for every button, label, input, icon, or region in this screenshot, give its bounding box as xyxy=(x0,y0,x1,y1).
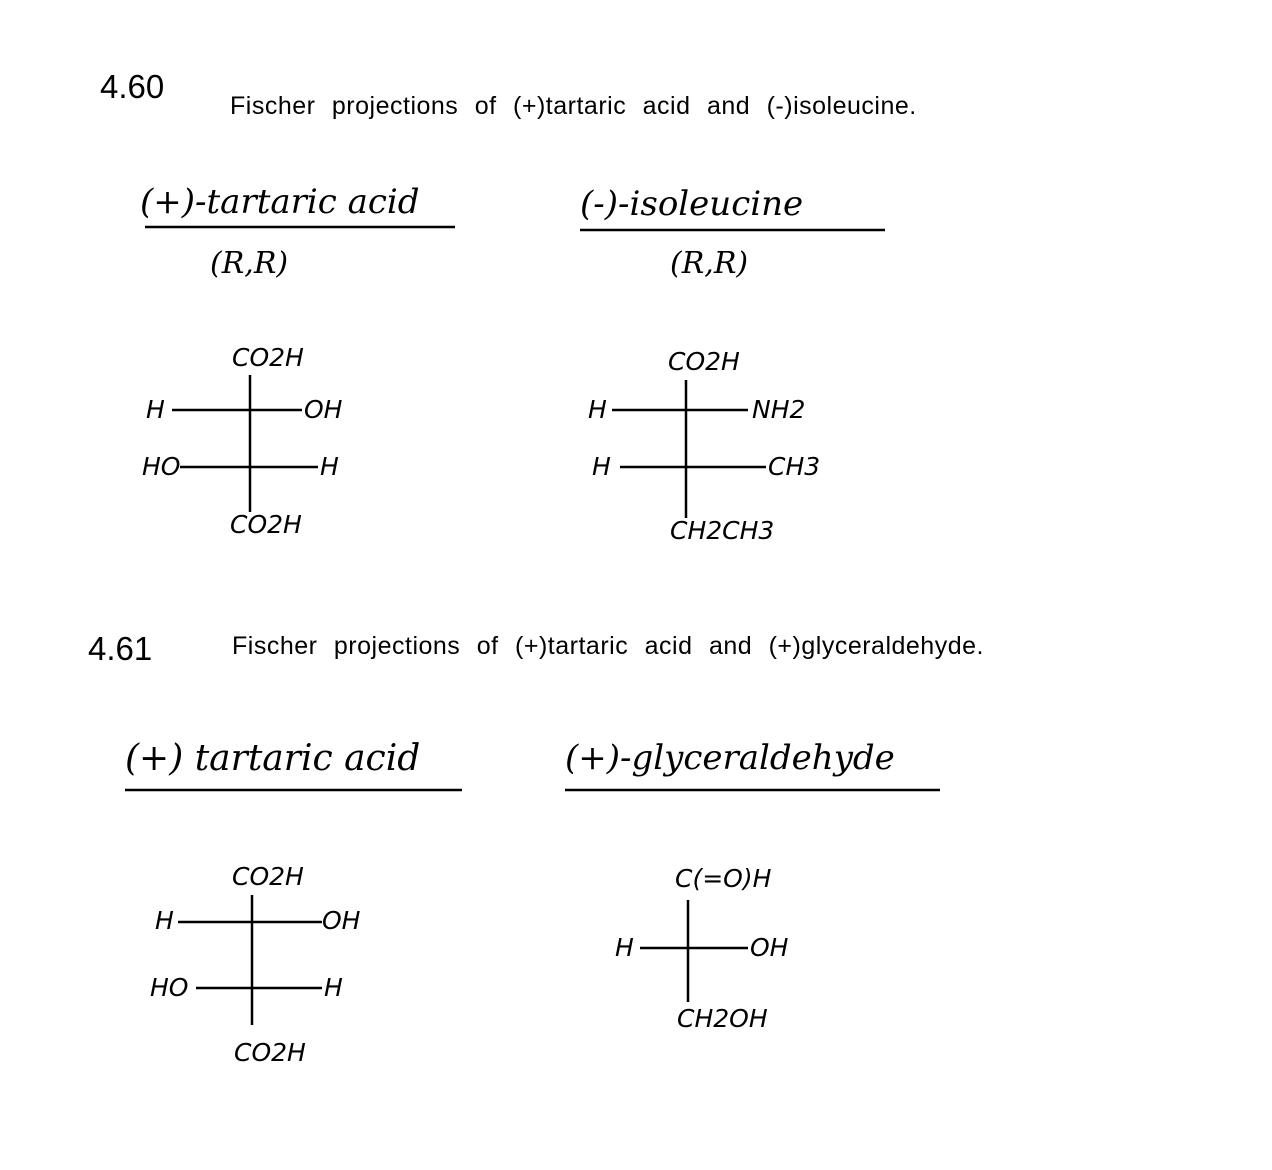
right-group: CH3 xyxy=(768,452,821,481)
problem-heading: Fischer projections of (+)tartaric acid … xyxy=(230,92,917,120)
right-group: OH xyxy=(322,906,361,935)
compound-name: (+) tartaric acid xyxy=(125,738,421,779)
left-group: HO xyxy=(142,452,181,481)
compound-name: (-)-isoleucine xyxy=(580,184,804,224)
top-group: CO2H xyxy=(232,862,304,891)
top-group: CO2H xyxy=(232,343,304,372)
compound-name: (+)-glyceraldehyde xyxy=(565,738,895,778)
right-group: H xyxy=(320,452,339,481)
right-group: H xyxy=(324,973,343,1002)
left-group: H xyxy=(146,395,165,424)
problem-heading: Fischer projections of (+)tartaric acid … xyxy=(232,632,984,660)
top-group: CO2H xyxy=(668,347,740,376)
bottom-group: CH2CH3 xyxy=(670,516,775,545)
left-group: H xyxy=(592,452,611,481)
bottom-group: CH2OH xyxy=(677,1004,768,1033)
problem-number: 4.60 xyxy=(100,68,165,105)
problem-number: 4.61 xyxy=(88,630,153,667)
left-group: H xyxy=(155,906,174,935)
configuration: (R,R) xyxy=(670,246,749,281)
left-group: HO xyxy=(150,973,189,1002)
left-group: H xyxy=(588,395,607,424)
bottom-group: CO2H xyxy=(230,510,302,539)
right-group: NH2 xyxy=(752,395,806,424)
right-group: OH xyxy=(304,395,343,424)
compound-name: (+)-tartaric acid xyxy=(140,182,420,222)
right-group: OH xyxy=(750,933,789,962)
top-group: C(=O)H xyxy=(675,864,772,893)
left-group: H xyxy=(615,933,634,962)
configuration: (R,R) xyxy=(210,246,289,281)
bottom-group: CO2H xyxy=(234,1038,306,1067)
